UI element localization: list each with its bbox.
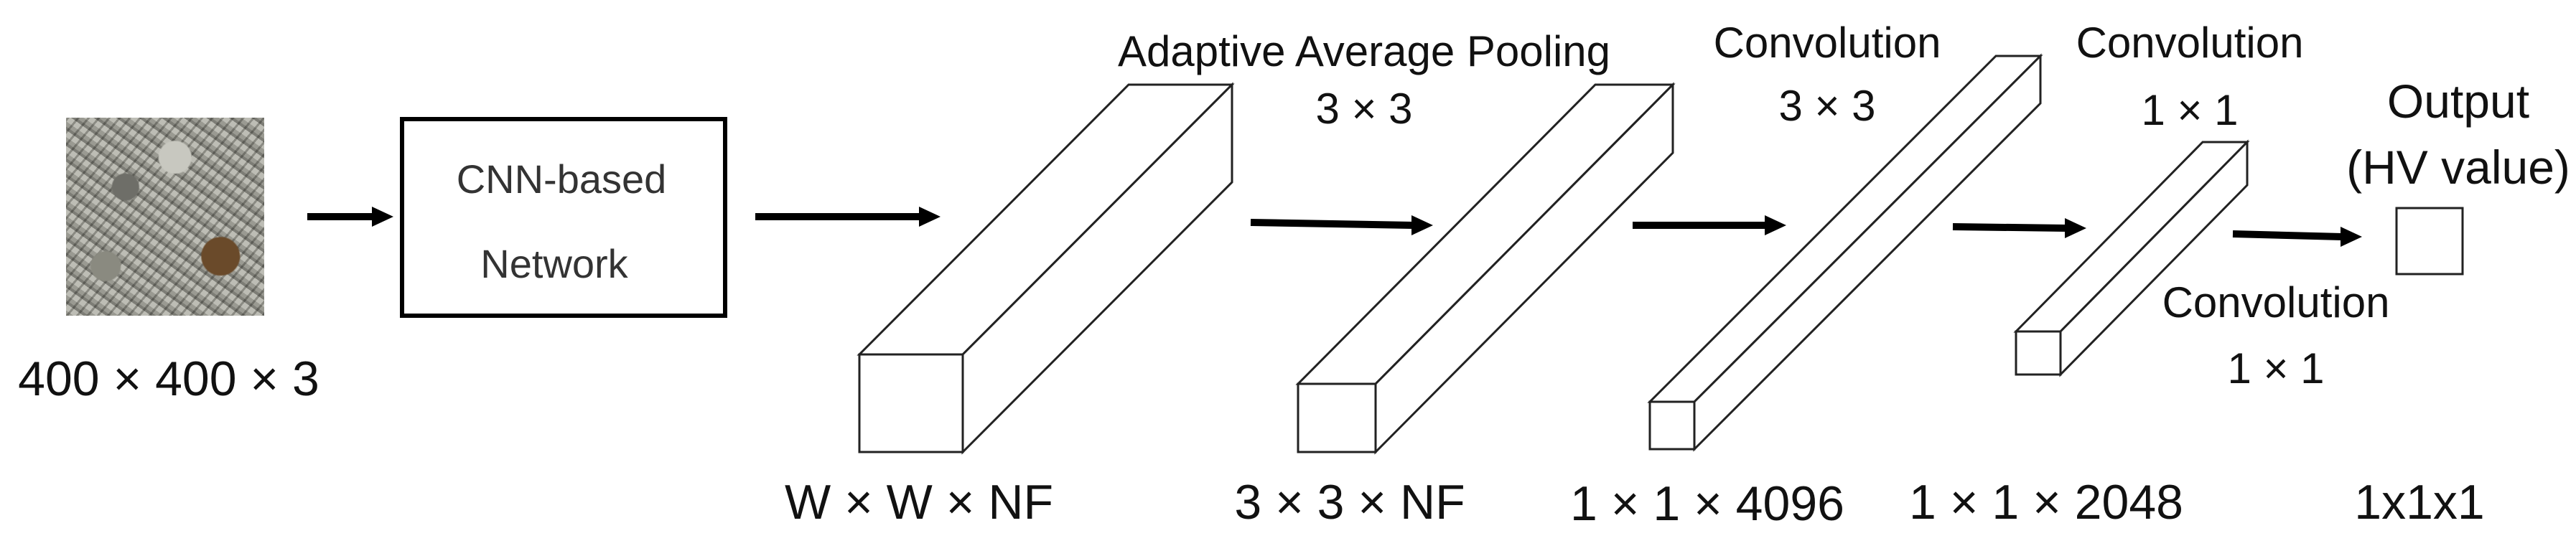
feature-map-cuboid-1	[857, 82, 1235, 455]
stage1-operation-size: 3 × 3	[1315, 85, 1413, 133]
output-dims-label: 1x1x1	[2354, 475, 2485, 529]
feature-map-cuboid-3	[1647, 53, 2043, 452]
input-dims-label: 400 × 400 × 3	[18, 352, 319, 406]
arrowhead-cnn-to-feature-map	[919, 207, 941, 227]
stage4-operation-size: 1 × 1	[2227, 344, 2325, 392]
arrowhead-stage2-to-stage3	[1765, 215, 1786, 235]
arrow-stage1-to-stage2	[1250, 219, 1414, 229]
stage2-operation-label: Convolution	[1713, 19, 1941, 67]
input-image	[66, 118, 264, 316]
output-subtitle: (HV value)	[2346, 141, 2570, 194]
output-title: Output	[2386, 75, 2530, 128]
feature-map-cuboid-4	[2013, 139, 2250, 377]
arrowhead-input-to-cnn	[372, 207, 393, 227]
stage4-operation-label: Convolution	[2162, 278, 2390, 326]
stage3-operation-label: Convolution	[2076, 19, 2304, 67]
feature-map-cuboid-2	[1295, 82, 1676, 455]
stage1-operation-label: Adaptive Average Pooling	[1117, 27, 1611, 75]
stage3-dims-label: 1 × 1 × 4096	[1570, 476, 1844, 531]
arrow-stage3-to-stage4	[1952, 223, 2067, 232]
stage4-dims-label: 1 × 1 × 2048	[1909, 475, 2183, 529]
cnn-label-line1: CNN-based	[456, 156, 667, 202]
arrowhead-stage3-to-stage4	[2065, 218, 2086, 238]
stage3-operation-size: 1 × 1	[2141, 86, 2239, 134]
cnn-label-line2: Network	[480, 241, 628, 286]
arrowhead-stage4-to-output	[2341, 227, 2362, 247]
stage1-dims-label: W × W × NF	[785, 475, 1053, 529]
cnn-network-box	[400, 117, 727, 318]
arrowhead-stage1-to-stage2	[1411, 215, 1433, 235]
output-box	[2395, 207, 2464, 276]
stage2-dims-label: 3 × 3 × NF	[1234, 475, 1465, 529]
stage2-operation-size: 3 × 3	[1778, 82, 1876, 130]
arrow-stage4-to-output	[2232, 230, 2343, 240]
